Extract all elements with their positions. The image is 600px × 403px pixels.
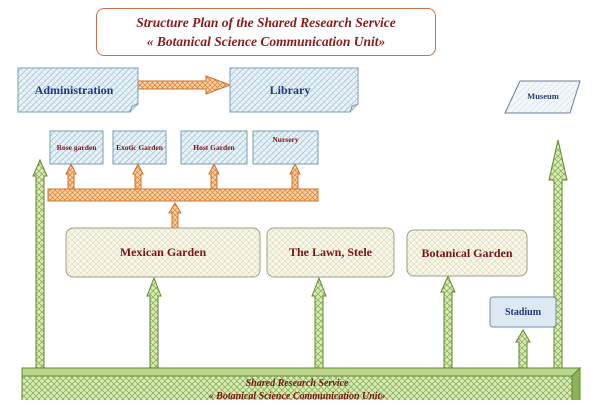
botanical-garden-label: Botanical Garden bbox=[421, 245, 513, 260]
arrow-up-lawn-stele bbox=[311, 276, 327, 369]
exotic-garden-label: Exotic Garden bbox=[116, 142, 163, 152]
title-line-2: « Botanical Science Communication Unit» bbox=[146, 34, 386, 49]
arrow-mexican-to-bar bbox=[168, 202, 182, 229]
title-line-1: Structure Plan of the Shared Research Se… bbox=[136, 15, 396, 30]
library-label: Library bbox=[269, 82, 311, 97]
arrow-up-nursery bbox=[289, 162, 301, 190]
base-line-2: « Botanical Science Communication Unit» bbox=[208, 391, 386, 402]
diagram-title: Structure Plan of the Shared Research Se… bbox=[96, 8, 436, 56]
arrow-up-museum bbox=[548, 139, 568, 369]
base-line-1: Shared Research Service bbox=[245, 378, 349, 389]
arrow-up-stadium bbox=[515, 329, 531, 369]
arrow-up-botanical-garden bbox=[440, 274, 456, 369]
base-bar-shape bbox=[21, 366, 582, 400]
arrow-up-host-garden bbox=[208, 162, 220, 190]
stadium-label: Stadium bbox=[504, 306, 542, 318]
host-garden-label: Host Garden bbox=[193, 142, 235, 152]
arrow-administration-to-library bbox=[137, 75, 232, 95]
arrow-up-exotic-garden bbox=[132, 162, 144, 190]
arrow-up-mexican-garden bbox=[146, 276, 162, 369]
arrow-up-administration bbox=[32, 158, 48, 369]
nursery-label: Nursery bbox=[272, 135, 299, 144]
arrow-up-rose-garden bbox=[65, 162, 77, 190]
administration-label: Administration bbox=[34, 82, 114, 97]
stadium-box-shape bbox=[489, 296, 557, 328]
museum-label: Museum bbox=[527, 91, 559, 101]
rose-garden-label: Rose garden bbox=[56, 142, 97, 152]
mexican-garden-label: Mexican Garden bbox=[119, 245, 207, 259]
museum-box-shape bbox=[504, 80, 581, 114]
library-box-shape bbox=[229, 67, 359, 113]
main-garden-shapes bbox=[65, 227, 528, 278]
orange-distribution-bar bbox=[47, 188, 319, 202]
administration-box-shape bbox=[17, 67, 139, 113]
lawn-stele-label: The Lawn, Stele bbox=[288, 245, 372, 259]
small-garden-shapes bbox=[49, 130, 319, 165]
base-label: Shared Research Service « Botanical Scie… bbox=[22, 377, 572, 402]
